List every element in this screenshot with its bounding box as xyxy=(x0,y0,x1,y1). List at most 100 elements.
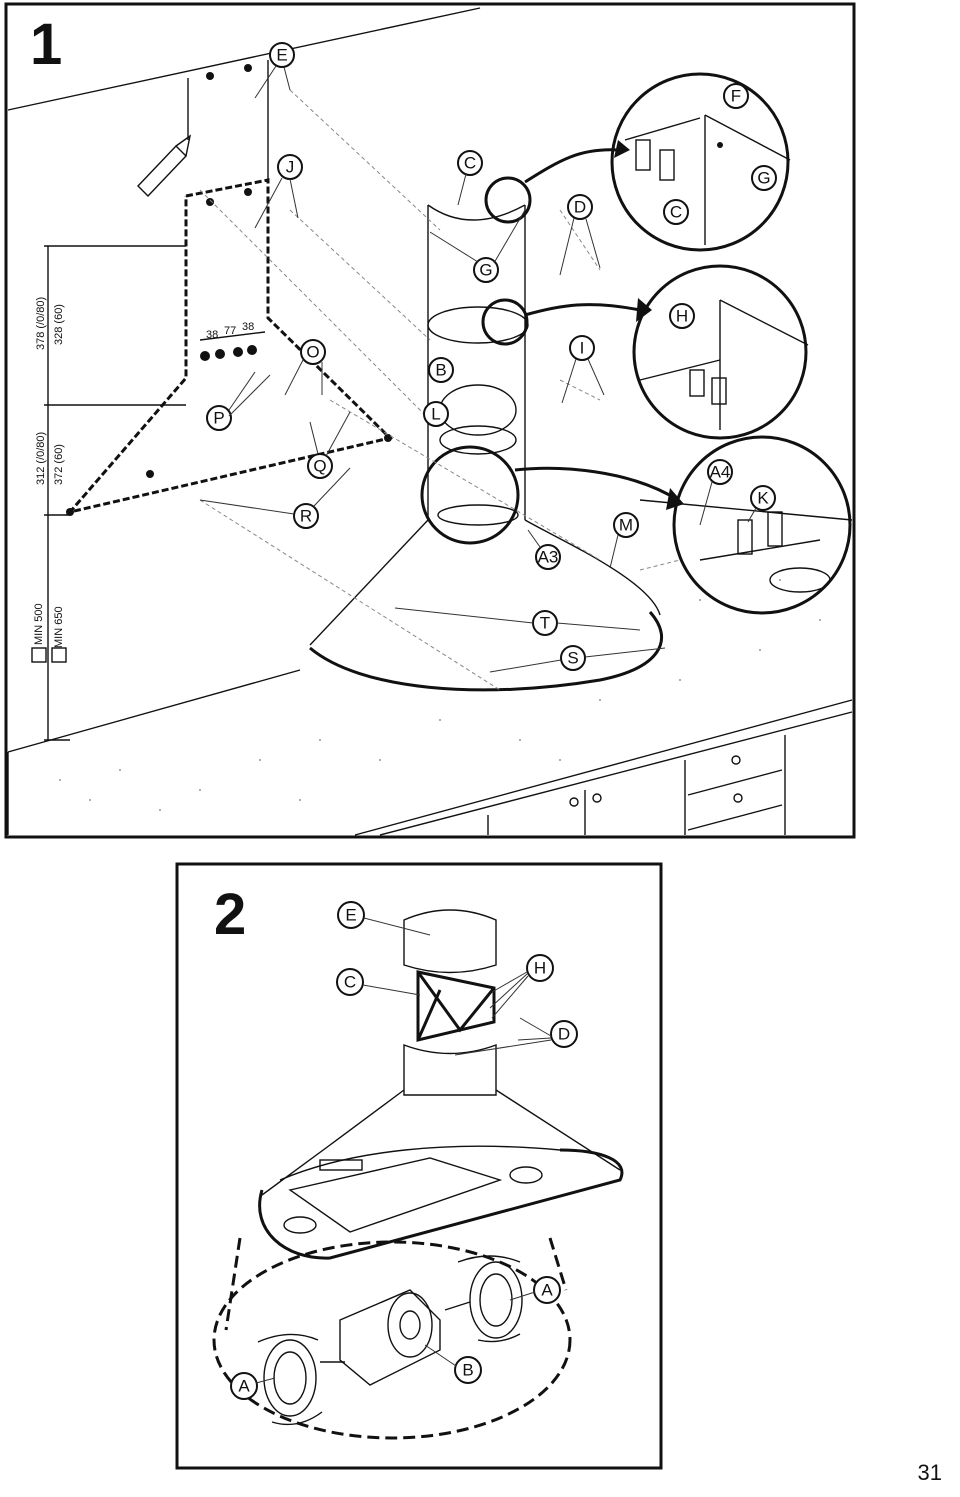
svg-text:T: T xyxy=(540,614,550,633)
callout-A4: A4 xyxy=(707,459,733,485)
upper-chimney xyxy=(403,909,497,974)
grease-filter-right xyxy=(469,1261,523,1339)
callout-G-detail: G xyxy=(751,165,777,191)
callout-P: P xyxy=(206,405,232,431)
svg-text:C: C xyxy=(464,154,476,173)
svg-text:O: O xyxy=(306,343,319,362)
callout-T: T xyxy=(532,610,558,636)
chimney-section xyxy=(427,204,529,526)
svg-text:C: C xyxy=(670,203,682,222)
svg-text:B: B xyxy=(435,361,446,380)
svg-text:E: E xyxy=(345,906,356,925)
filter-zoom xyxy=(212,1237,572,1440)
callout-M: M xyxy=(613,512,639,538)
callout-A-2-right: A xyxy=(533,1276,561,1304)
svg-text:D: D xyxy=(574,198,586,217)
ceiling-line xyxy=(7,7,481,111)
counter-edge-front xyxy=(354,699,853,836)
hood-canopy xyxy=(309,519,663,692)
svg-text:J: J xyxy=(286,158,295,177)
dim-372: 372 (60) xyxy=(53,444,65,485)
callout-leaders-1 xyxy=(199,65,757,673)
svg-text:H: H xyxy=(534,959,546,978)
detail-circle-middle xyxy=(632,264,809,440)
callout-D-2: D xyxy=(550,1020,578,1048)
svg-text:B: B xyxy=(462,1361,473,1380)
pencil-icon xyxy=(137,134,192,198)
dimension-lines: 38 77 38 378 (/0/80) 328 (60) 312 (/0/80… xyxy=(31,245,266,741)
callout-L: L xyxy=(423,401,449,427)
panel-2: 2 xyxy=(175,862,663,1470)
page-number: 31 xyxy=(917,1460,942,1485)
svg-text:L: L xyxy=(431,405,440,424)
detail-circle-bottom xyxy=(672,435,852,615)
svg-text:R: R xyxy=(300,507,312,526)
dim-312: 312 (/0/80) xyxy=(35,432,47,485)
callout-A3: A3 xyxy=(535,544,561,570)
dim-min-500: MIN 500 xyxy=(33,603,45,645)
rotate-arrows xyxy=(257,1255,521,1426)
dim-min-650: MIN 650 xyxy=(53,606,65,648)
dim-77: 77 xyxy=(224,325,236,337)
svg-text:A4: A4 xyxy=(710,463,731,482)
callout-J: J xyxy=(277,154,303,180)
callout-H-2: H xyxy=(526,954,554,982)
svg-text:I: I xyxy=(580,339,585,358)
panel-1: 1 xyxy=(4,2,856,839)
callout-C: C xyxy=(457,150,483,176)
panel-1-frame xyxy=(4,2,856,839)
hood-body xyxy=(258,1089,624,1260)
svg-text:P: P xyxy=(213,409,224,428)
callout-E: E xyxy=(269,42,295,68)
svg-text:A: A xyxy=(541,1281,553,1300)
callout-C-2: C xyxy=(336,968,364,996)
svg-text:H: H xyxy=(676,307,688,326)
zoom-lines xyxy=(420,140,684,545)
svg-text:S: S xyxy=(567,649,578,668)
svg-text:C: C xyxy=(344,973,356,992)
callout-C-detail: C xyxy=(663,199,689,225)
callout-S: S xyxy=(560,645,586,671)
callout-O: O xyxy=(300,339,326,365)
svg-text:E: E xyxy=(276,46,287,65)
svg-text:A: A xyxy=(238,1377,250,1396)
svg-text:K: K xyxy=(757,489,769,508)
dim-38-left: 38 xyxy=(206,329,218,341)
callout-leaders-2 xyxy=(255,917,552,1384)
assembly-dashed-lines xyxy=(199,89,681,691)
counter-edge-left xyxy=(7,669,301,753)
svg-text:F: F xyxy=(731,87,741,106)
callout-Q: Q xyxy=(307,453,333,479)
callout-I: I xyxy=(569,335,595,361)
callout-H: H xyxy=(669,303,695,329)
chimney-bracket xyxy=(416,970,496,1042)
step-1-number: 1 xyxy=(30,12,62,77)
svg-text:A3: A3 xyxy=(538,548,559,567)
step-2-number: 2 xyxy=(214,882,246,947)
electric-hob-icon xyxy=(51,647,67,663)
callout-K: K xyxy=(750,485,776,511)
callout-R: R xyxy=(293,503,319,529)
dim-38-right: 38 xyxy=(242,321,254,333)
countertop-texture xyxy=(59,579,821,811)
callout-B: B xyxy=(428,357,454,383)
lower-cabinets xyxy=(487,735,786,835)
callout-G: G xyxy=(473,257,499,283)
counter-edge-front-2 xyxy=(379,711,853,836)
svg-text:G: G xyxy=(757,169,770,188)
callout-A-2-left: A xyxy=(230,1372,258,1400)
callout-B-2: B xyxy=(454,1356,482,1384)
wall-template xyxy=(65,60,393,516)
dim-328: 328 (60) xyxy=(53,304,65,345)
lower-chimney xyxy=(403,1043,497,1096)
dim-378: 378 (/0/80) xyxy=(35,297,47,350)
panel-2-frame xyxy=(175,862,663,1470)
svg-text:G: G xyxy=(479,261,492,280)
callout-F: F xyxy=(723,83,749,109)
grease-filter-left xyxy=(263,1339,317,1417)
detail-circle-top xyxy=(610,72,791,252)
callout-E-2: E xyxy=(337,901,365,929)
svg-text:Q: Q xyxy=(313,457,326,476)
svg-text:D: D xyxy=(558,1025,570,1044)
